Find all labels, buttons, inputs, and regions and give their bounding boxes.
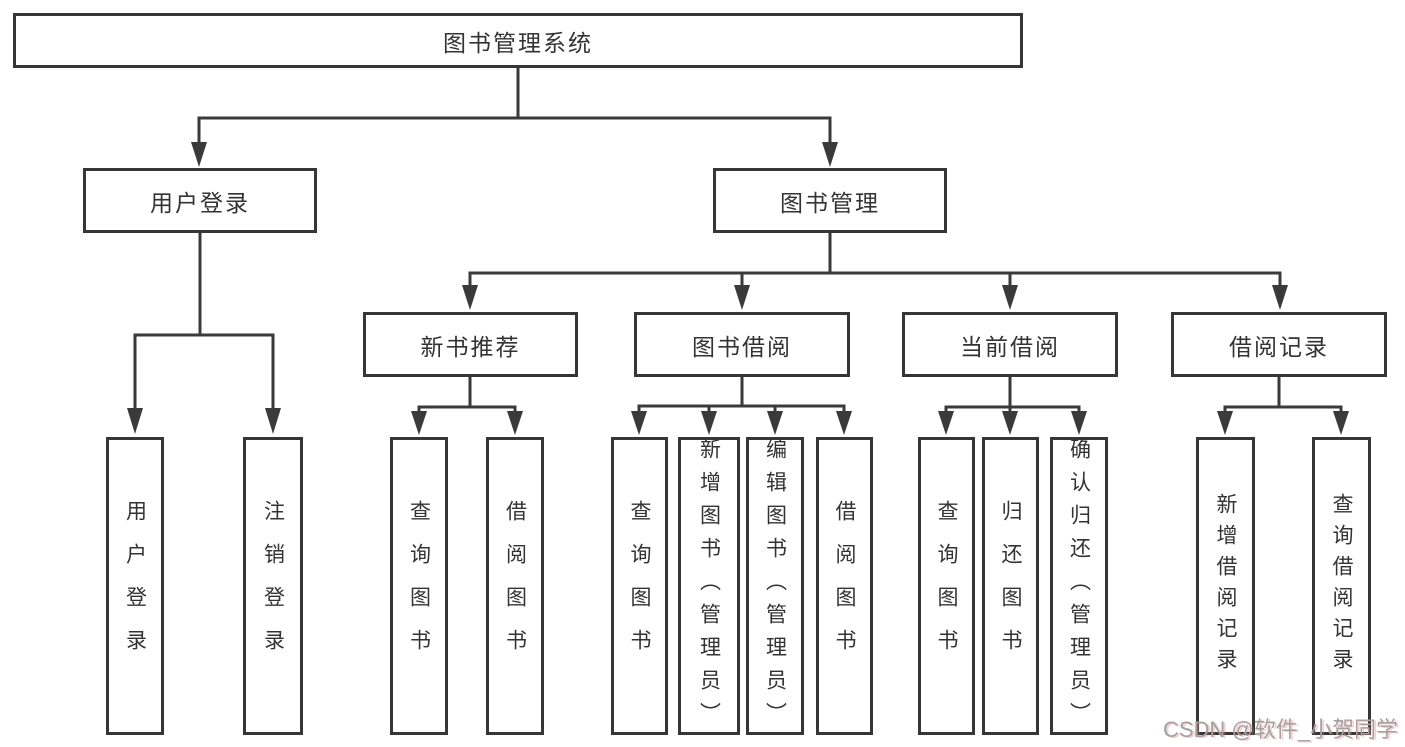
node-root: 图书管理系统: [13, 13, 1023, 68]
leaf-query-borrow-record-label: 查询借阅记录: [1330, 493, 1353, 679]
node-new-book-recommend-label: 新书推荐: [420, 333, 521, 360]
leaf-logout: 注销登录: [243, 437, 303, 735]
node-borrow-records-label: 借阅记录: [1229, 333, 1329, 360]
leaf-borrow-books-under-recommend-label: 借阅图书: [503, 500, 527, 672]
arrowhead-icon: [1071, 411, 1087, 435]
arrowhead-icon: [191, 142, 207, 167]
leaf-return-books-label: 归还图书: [999, 500, 1022, 672]
connector-new-book-bar: [417, 405, 517, 413]
leaf-edit-book-admin: 编辑图书（管理员）: [746, 437, 804, 735]
node-book-borrow: 图书借阅: [634, 312, 850, 377]
node-book-management-label: 图书管理: [780, 189, 880, 216]
connector-records-bar: [1223, 405, 1343, 413]
leaf-confirm-return-admin-label: 确认归还（管理员）: [1067, 437, 1091, 735]
arrowhead-icon: [1272, 285, 1288, 310]
arrowhead-icon: [265, 408, 281, 434]
leaf-query-books-under-current-label: 查询图书: [935, 500, 958, 672]
arrowhead-icon: [631, 411, 647, 435]
leaf-add-borrow-record-label: 新增借阅记录: [1214, 493, 1237, 679]
leaf-user-login: 用户登录: [106, 437, 164, 735]
arrowhead-icon: [411, 411, 427, 435]
leaf-confirm-return-admin: 确认归还（管理员）: [1050, 437, 1108, 735]
node-current-borrow-label: 当前借阅: [960, 333, 1060, 360]
node-root-label: 图书管理系统: [443, 29, 593, 56]
arrowhead-icon: [1333, 411, 1349, 435]
leaf-query-books-under-recommend-label: 查询图书: [407, 500, 431, 672]
arrowhead-icon: [822, 142, 838, 167]
arrowhead-icon: [836, 411, 852, 435]
arrowhead-icon: [734, 285, 750, 310]
node-new-book-recommend: 新书推荐: [363, 312, 578, 377]
node-borrow-records: 借阅记录: [1171, 312, 1387, 377]
leaf-borrow-books-under-borrow: 借阅图书: [816, 437, 873, 735]
leaf-query-books-under-recommend: 查询图书: [390, 437, 448, 735]
arrowhead-icon: [767, 411, 783, 435]
arrowhead-icon: [1002, 285, 1018, 310]
leaf-return-books: 归还图书: [982, 437, 1039, 735]
leaf-add-book-admin: 新增图书（管理员）: [678, 437, 740, 735]
node-current-borrow: 当前借阅: [902, 312, 1118, 377]
leaf-borrow-books-under-borrow-label: 借阅图书: [833, 500, 856, 672]
node-book-borrow-label: 图书借阅: [692, 333, 792, 360]
node-user-login-label: 用户登录: [150, 189, 250, 216]
arrowhead-icon: [462, 285, 478, 310]
arrowhead-icon: [1217, 411, 1233, 435]
connector-book-mgmt-bar: [468, 271, 1282, 287]
leaf-add-borrow-record: 新增借阅记录: [1196, 437, 1255, 735]
leaf-query-books-under-current: 查询图书: [918, 437, 975, 735]
watermark-text: CSDN @软件_小贺同学: [1162, 717, 1398, 742]
arrowhead-icon: [127, 408, 143, 434]
leaf-logout-label: 注销登录: [261, 500, 285, 672]
arrowhead-icon: [507, 411, 523, 435]
node-book-management: 图书管理: [713, 168, 947, 233]
arrowhead-icon: [938, 411, 954, 435]
connector-root-bar: [197, 116, 832, 145]
arrowhead-icon: [701, 411, 717, 435]
leaf-borrow-books-under-recommend: 借阅图书: [486, 437, 544, 735]
connector-current-bar: [944, 405, 1081, 413]
leaf-query-books-under-borrow: 查询图书: [611, 437, 668, 735]
connector-borrow-bar: [637, 404, 846, 413]
leaf-query-books-under-borrow-label: 查询图书: [628, 500, 651, 672]
leaf-query-borrow-record: 查询借阅记录: [1312, 437, 1371, 735]
arrowhead-icon: [1002, 411, 1018, 435]
connector-user-login-bar: [133, 333, 275, 410]
leaf-user-login-label: 用户登录: [123, 500, 147, 672]
leaf-edit-book-admin-label: 编辑图书（管理员）: [763, 437, 787, 735]
leaf-add-book-admin-label: 新增图书（管理员）: [697, 437, 721, 735]
node-user-login: 用户登录: [83, 168, 317, 233]
